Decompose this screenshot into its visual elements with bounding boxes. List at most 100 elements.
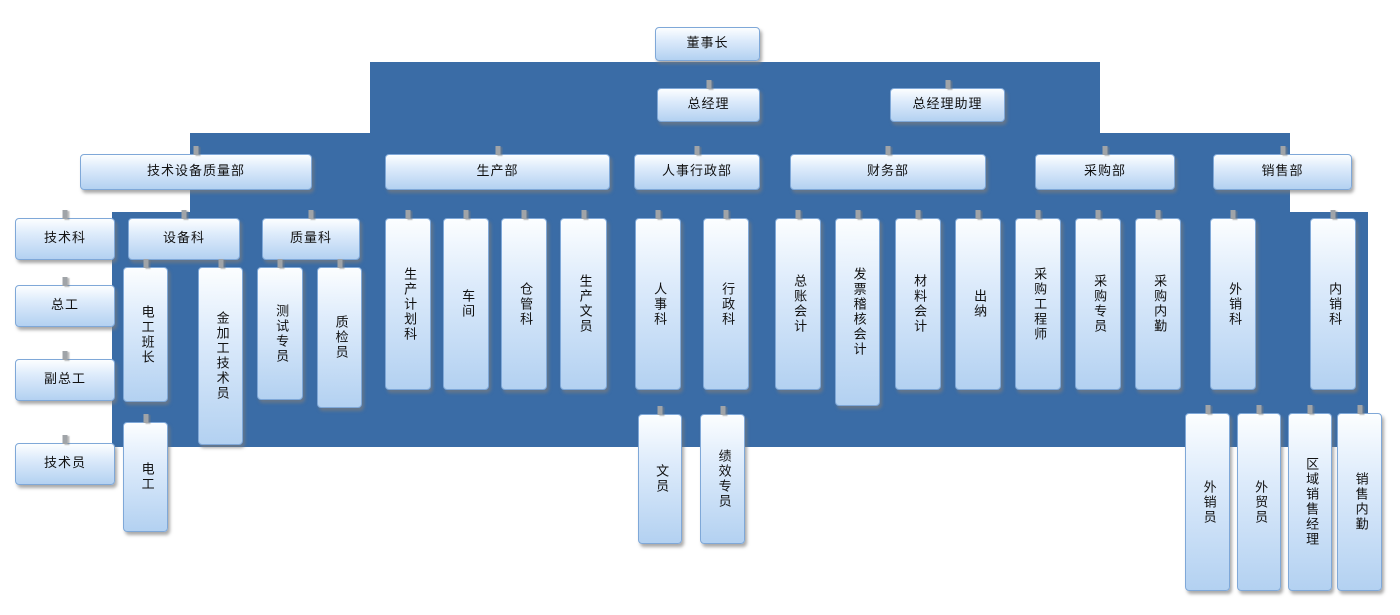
org-node-label: 技术设备质量部 [146,163,245,179]
org-node-label: 行政科 [719,281,735,327]
connector-stub [521,210,527,219]
org-node-regional-sales-manager[interactable]: 区域销售经理 [1288,405,1332,591]
org-node-label: 材料会计 [911,274,927,334]
org-node-label: 电工班长 [138,304,154,365]
connector-stub [1280,146,1285,155]
org-node-sales-support[interactable]: 销售内勤 [1337,405,1382,591]
org-node-invoice-audit-accountant[interactable]: 发票稽核会计 [835,210,880,406]
org-node-admin-section[interactable]: 行政科 [703,210,749,390]
org-node-dept-production[interactable]: 生产部 [385,146,610,190]
org-node-production-clerk[interactable]: 生产文员 [560,210,607,390]
connector-stub [657,406,663,415]
org-node-label: 人事行政部 [661,163,732,179]
org-node-general-ledger-accountant[interactable]: 总账会计 [775,210,821,390]
connector-stub [405,210,411,219]
org-node-performance-specialist[interactable]: 绩效专员 [700,406,745,544]
org-node-label: 区域销售经理 [1303,457,1319,547]
org-node-technician[interactable]: 技术员 [15,435,115,485]
org-node-chief-engineer[interactable]: 总工 [15,277,115,327]
org-node-equipment-section[interactable]: 设备科 [128,210,240,260]
org-node-label: 销售内勤 [1352,472,1368,532]
connector-stub [143,414,148,423]
connector-stub [62,435,68,444]
org-node-tech-section[interactable]: 技术科 [15,210,115,260]
org-node-production-planning[interactable]: 生产计划科 [385,210,431,390]
connector-stub [885,146,891,155]
connector-stub [308,210,314,219]
connector-stub [495,146,500,155]
connector-stub [694,146,700,155]
org-node-quality-section[interactable]: 质量科 [262,210,360,260]
org-node-electrician[interactable]: 电工 [123,414,168,532]
connector-stub [193,146,199,155]
org-node-label: 车间 [459,289,475,319]
org-node-label: 质量科 [289,230,332,246]
connector-stub [463,210,469,219]
org-node-material-accountant[interactable]: 材料会计 [895,210,941,390]
connector-stub [581,210,586,219]
org-node-purchasing-engineer[interactable]: 采购工程师 [1015,210,1061,390]
org-node-hr-section[interactable]: 人事科 [635,210,681,390]
org-node-export-sales-section[interactable]: 外销科 [1210,210,1256,390]
org-node-label: 人事科 [651,281,667,327]
org-node-label: 董事长 [686,35,729,51]
org-node-electrician-leader[interactable]: 电工班长 [123,259,168,402]
org-node-domestic-sales-section[interactable]: 内销科 [1310,210,1356,390]
org-node-purchasing-specialist[interactable]: 采购专员 [1075,210,1121,390]
org-node-label: 金加工技术员 [213,311,229,401]
org-node-label: 采购部 [1083,163,1126,179]
connector-stub [1095,210,1101,219]
org-node-workshop[interactable]: 车间 [443,210,489,390]
org-node-label: 技术员 [43,455,86,471]
org-node-machining-technician[interactable]: 金加工技术员 [198,259,243,445]
org-node-label: 外销员 [1200,479,1216,525]
org-node-foreign-trade-clerk[interactable]: 外贸员 [1237,405,1281,591]
connector-stub [723,210,729,219]
connector-stub [337,259,342,268]
org-node-label: 销售部 [1261,163,1304,179]
org-node-gm-assistant[interactable]: 总经理助理 [890,80,1005,122]
org-node-chairman[interactable]: 董事长 [655,27,760,61]
org-node-label: 文员 [653,464,669,494]
org-node-label: 采购工程师 [1031,266,1047,342]
org-node-general-manager[interactable]: 总经理 [657,80,760,122]
org-node-dept-hr-admin[interactable]: 人事行政部 [634,146,760,190]
connector-stub [720,406,725,415]
org-node-label: 技术科 [43,230,86,246]
connector-stub [181,210,187,219]
org-node-dept-sales[interactable]: 销售部 [1213,146,1352,190]
connector-stub [62,277,68,286]
connector-stub [975,210,981,219]
connector-stub [1102,146,1108,155]
org-node-dept-tech-quality[interactable]: 技术设备质量部 [80,146,312,190]
connector-stub [1155,210,1161,219]
org-node-dept-purchasing[interactable]: 采购部 [1035,146,1175,190]
connector-stub [1307,405,1313,414]
org-node-label: 电工 [138,462,154,492]
org-node-quality-inspector[interactable]: 质检员 [317,259,362,408]
org-node-label: 质检员 [332,315,348,360]
connector-stub [1256,405,1262,414]
connector-stub [218,259,223,268]
connector-stub [1330,210,1336,219]
org-node-label: 仓管科 [517,281,533,327]
connector-stub [855,210,860,219]
org-node-cashier[interactable]: 出纳 [955,210,1001,390]
org-node-warehouse-section[interactable]: 仓管科 [501,210,547,390]
org-node-label: 总经理助理 [912,96,983,112]
org-node-export-salesperson[interactable]: 外销员 [1185,405,1230,591]
org-node-label: 财务部 [866,163,909,179]
org-node-label: 发票稽核会计 [850,267,866,357]
org-node-label: 内销科 [1326,281,1342,327]
org-node-dept-finance[interactable]: 财务部 [790,146,986,190]
org-node-deputy-chief-engineer[interactable]: 副总工 [15,351,115,401]
org-node-label: 外贸员 [1252,479,1268,525]
org-node-purchasing-support[interactable]: 采购内勤 [1135,210,1181,390]
org-node-clerk[interactable]: 文员 [638,406,682,544]
org-node-test-specialist[interactable]: 测试专员 [257,259,303,400]
connector-stub [915,210,921,219]
org-node-label: 设备科 [162,230,205,246]
connector-stub [1230,210,1236,219]
connector-stub [277,259,283,268]
